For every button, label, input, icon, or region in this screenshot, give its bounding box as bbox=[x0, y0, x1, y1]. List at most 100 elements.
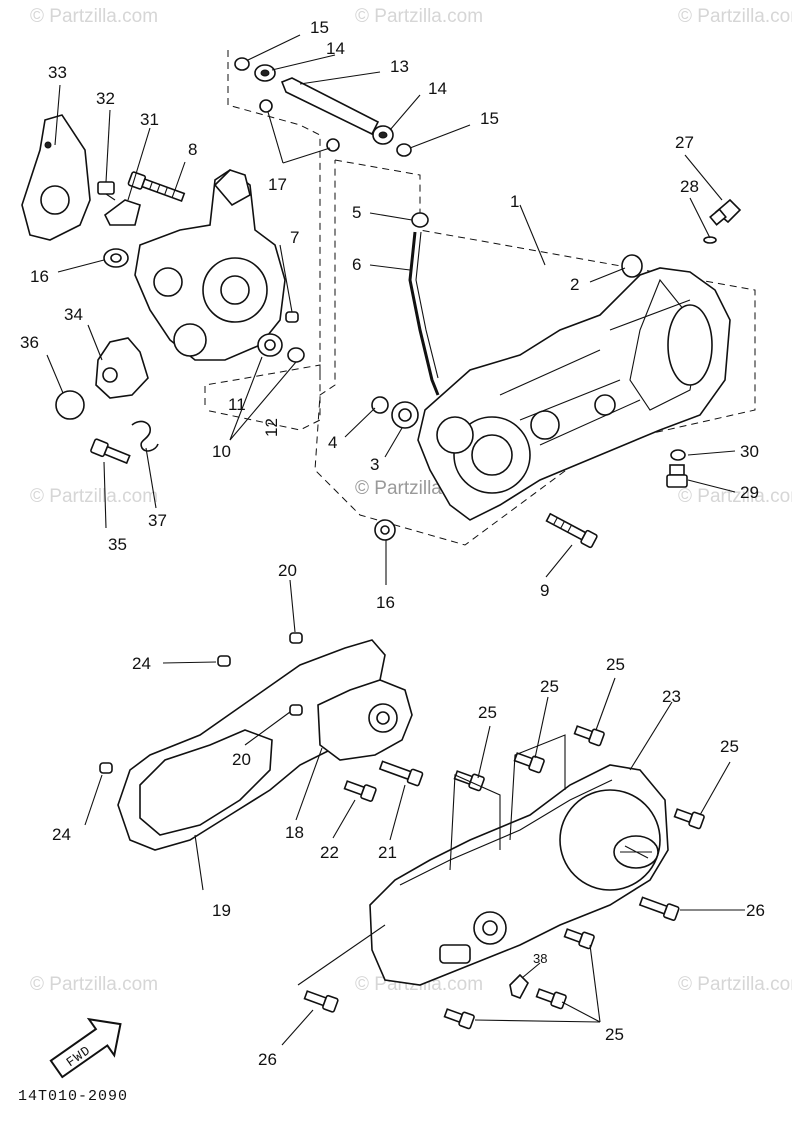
callout-27: 27 bbox=[675, 133, 694, 152]
callout-15b: 15 bbox=[480, 109, 499, 128]
callout-31: 31 bbox=[140, 110, 159, 129]
bracket-small bbox=[103, 199, 141, 226]
dowel-pin-7 bbox=[285, 311, 299, 323]
crankcase-assembly bbox=[21, 50, 756, 549]
callout-16a: 16 bbox=[30, 267, 49, 286]
bolt-25 bbox=[513, 752, 545, 774]
bracket-plate-hole bbox=[40, 185, 70, 215]
bolt-8 bbox=[127, 171, 186, 203]
bolt-26 bbox=[638, 896, 680, 921]
leader-lines-upper bbox=[46, 34, 736, 585]
fwd-arrow-icon: FWD bbox=[49, 1017, 122, 1079]
cap-36 bbox=[55, 390, 85, 420]
callout-4: 4 bbox=[328, 433, 337, 452]
callout-15a: 15 bbox=[310, 18, 329, 37]
watermarks: © Partzilla.com © Partzilla.com © Partzi… bbox=[30, 6, 792, 995]
callout-25d: 25 bbox=[720, 737, 739, 756]
callout-30: 30 bbox=[740, 442, 759, 461]
callout-24a: 24 bbox=[132, 654, 151, 673]
cover-23-shaft-hole bbox=[482, 920, 498, 936]
callout-9: 9 bbox=[540, 581, 549, 600]
filler-plug-27 bbox=[709, 198, 742, 226]
callout-12: 12 bbox=[262, 418, 281, 437]
watermark: © Partzilla.com bbox=[678, 974, 792, 995]
cover-assembly bbox=[99, 632, 705, 1030]
collar-2 bbox=[621, 254, 643, 278]
watermark: © Partzilla.com bbox=[30, 6, 158, 27]
callout-32: 32 bbox=[96, 89, 115, 108]
callout-10: 10 bbox=[212, 442, 231, 461]
callout-21: 21 bbox=[378, 843, 397, 862]
crankcase-left-hole bbox=[220, 275, 250, 305]
callout-20a: 20 bbox=[278, 561, 297, 580]
washer-14-left-hole bbox=[260, 69, 270, 77]
washer-30 bbox=[670, 449, 686, 461]
collar-4 bbox=[371, 396, 389, 414]
callout-26b: 26 bbox=[258, 1050, 277, 1069]
cover-plate-18 bbox=[317, 679, 413, 761]
callout-26a: 26 bbox=[746, 901, 765, 920]
watermark: © Partzilla.com bbox=[30, 974, 158, 995]
circlip-15-left bbox=[234, 57, 250, 71]
group-box-shaft bbox=[227, 50, 321, 380]
dowel-24-lower bbox=[99, 762, 113, 774]
watermark: © Partzilla.com bbox=[678, 486, 792, 507]
bushing-17-a bbox=[259, 99, 273, 113]
callout-25b: 25 bbox=[540, 677, 559, 696]
oil-seal-16-upper-inner bbox=[110, 253, 122, 263]
callout-24b: 24 bbox=[52, 825, 71, 844]
dowel-20-upper bbox=[289, 632, 303, 644]
oil-seal-16-lower-inner bbox=[380, 525, 390, 535]
crankcase-ribs bbox=[499, 278, 701, 446]
callout-labels: 1 2 3 4 5 6 7 8 9 10 11 12 13 14 14 15 1… bbox=[20, 18, 765, 1069]
hose-clip-5 bbox=[411, 212, 429, 228]
bracket-34-hole bbox=[102, 367, 118, 383]
dowel-24-upper bbox=[217, 655, 231, 667]
callout-1: 1 bbox=[510, 192, 519, 211]
watermark: © Partzilla.com bbox=[355, 6, 483, 27]
callout-19: 19 bbox=[212, 901, 231, 920]
bolt-35 bbox=[90, 438, 131, 465]
bolt-group-line-a bbox=[449, 774, 501, 871]
callout-6: 6 bbox=[352, 255, 361, 274]
crankcase-boss-2 bbox=[530, 410, 560, 440]
bolt-25 bbox=[573, 725, 605, 747]
dowel-20-lower bbox=[289, 704, 303, 716]
drain-bolt-29 bbox=[666, 464, 688, 488]
callout-16b: 16 bbox=[376, 593, 395, 612]
collar-12 bbox=[287, 347, 305, 363]
callout-22: 22 bbox=[320, 843, 339, 862]
callout-2: 2 bbox=[570, 275, 579, 294]
callout-34: 34 bbox=[64, 305, 83, 324]
cover-23-kick-boss bbox=[439, 944, 471, 964]
callout-8: 8 bbox=[188, 140, 197, 159]
bracket-rivet bbox=[44, 141, 52, 149]
bolt-group-line-b bbox=[509, 734, 566, 841]
callout-23: 23 bbox=[662, 687, 681, 706]
bracket-34 bbox=[95, 337, 149, 399]
callout-28: 28 bbox=[680, 177, 699, 196]
cover-plate-18-hole bbox=[376, 711, 390, 725]
bolt-25 bbox=[535, 988, 567, 1010]
callout-38: 38 bbox=[533, 951, 547, 966]
bushing-17-b bbox=[326, 138, 340, 152]
callout-20b: 20 bbox=[232, 750, 251, 769]
gasket-19-inner bbox=[139, 729, 273, 836]
bolt-22 bbox=[343, 780, 377, 802]
bolt-21 bbox=[378, 760, 424, 787]
callout-35: 35 bbox=[108, 535, 127, 554]
bolt-9 bbox=[545, 512, 598, 549]
crankcase-left-tab bbox=[213, 169, 251, 207]
breather-hose-6-inner bbox=[415, 231, 439, 379]
callout-36: 36 bbox=[20, 333, 39, 352]
callout-11: 11 bbox=[228, 395, 246, 414]
callout-25c: 25 bbox=[606, 655, 625, 674]
crankcase-left-boss-2 bbox=[153, 267, 183, 297]
crankcase-boss-3 bbox=[594, 394, 616, 416]
cover-23-rim bbox=[399, 779, 613, 886]
watermark: © Partzilla.com bbox=[678, 6, 792, 27]
crankcase-bearing-hole bbox=[471, 434, 513, 476]
bolt-25 bbox=[673, 808, 705, 830]
watermark: © Partzilla.com bbox=[30, 486, 158, 507]
